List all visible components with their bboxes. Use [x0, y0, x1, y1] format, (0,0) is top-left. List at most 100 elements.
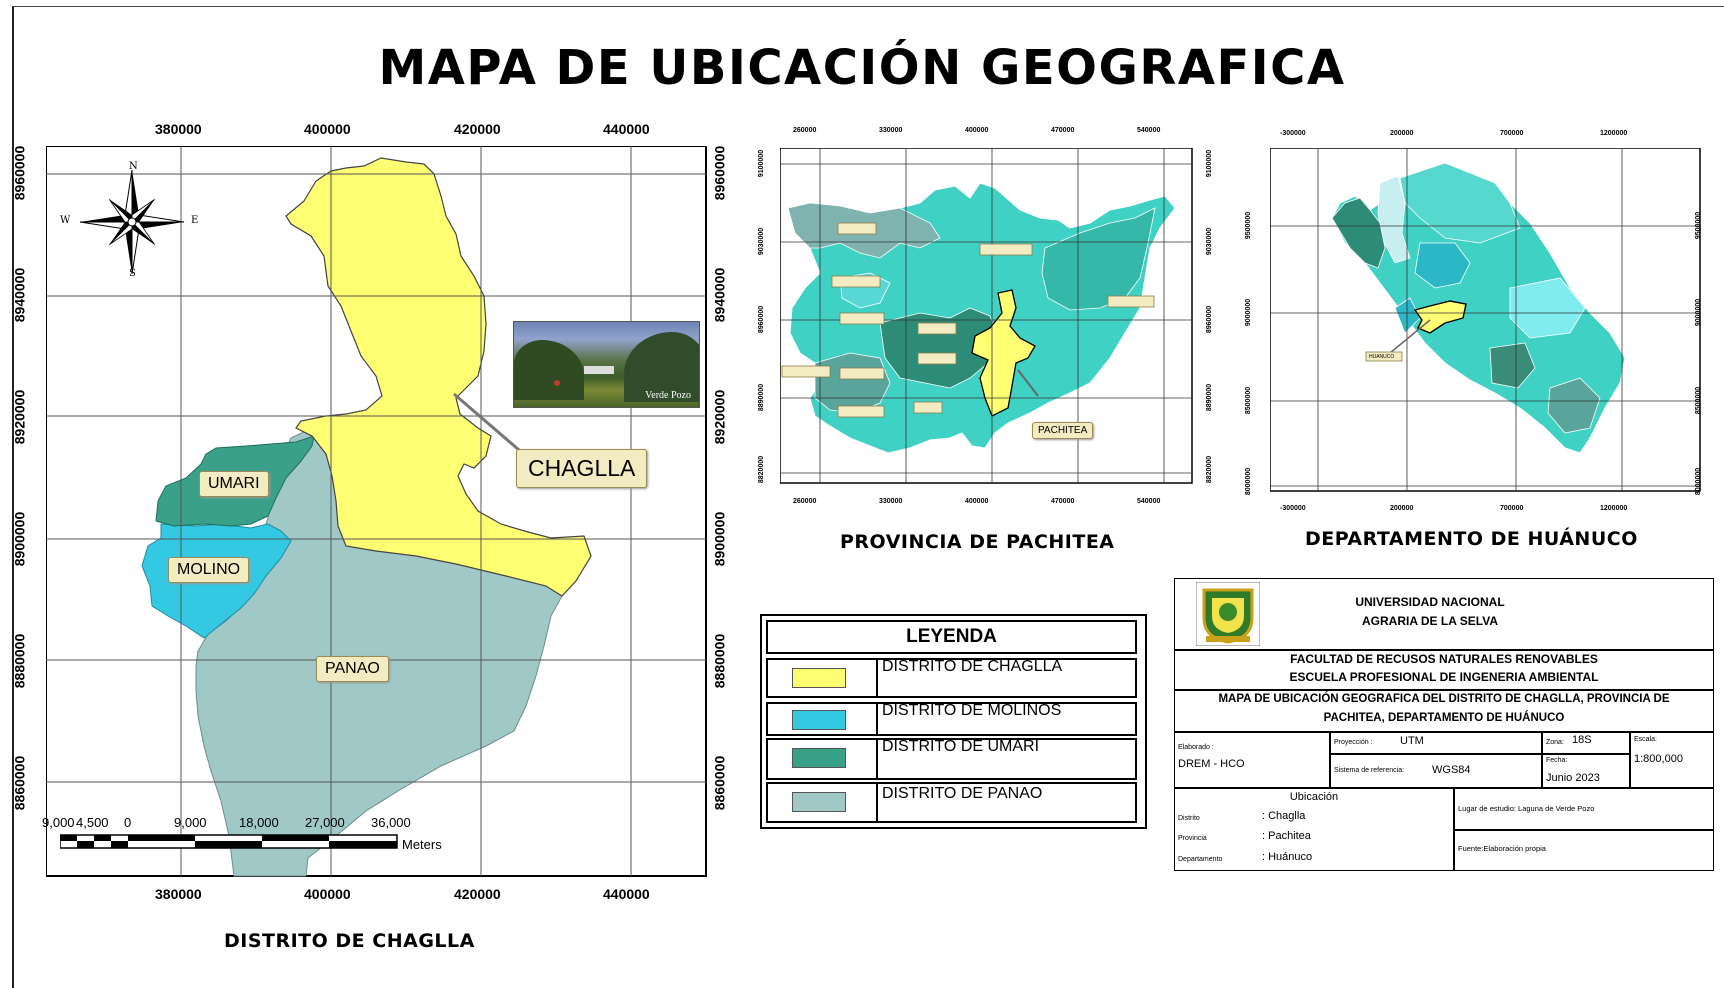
legend-swatch-molinos [792, 710, 846, 730]
map-title-line2: PACHITEA, DEPARTAMENTO DE HUÁNUCO [1323, 712, 1565, 724]
y-tick-right: 8890000 [1206, 383, 1214, 412]
x-tick-top: 470000 [1051, 127, 1075, 134]
north-letter: N [129, 161, 138, 172]
elaborado-value: DREM - HCO [1178, 758, 1245, 770]
chaglla-district-polygon [285, 157, 592, 597]
chaglla-label: CHAGLLA [516, 449, 648, 488]
legend-title-cell: LEYENDA [766, 620, 1137, 654]
department-area [1489, 342, 1536, 389]
x-tick-bottom: 420000 [454, 886, 501, 902]
legend-label: DISTRITO DE UMARI [882, 738, 1040, 755]
x-tick-bottom: 440000 [603, 886, 650, 902]
legend-label: DISTRITO DE CHAGLLA [882, 658, 1063, 675]
x-tick-top: 330000 [879, 127, 903, 134]
y-tick-left: 9500000 [1245, 211, 1253, 240]
x-tick-top: 260000 [793, 127, 817, 134]
legend-swatch-chaglla [792, 668, 846, 688]
x-tick-top: 200000 [1390, 130, 1414, 137]
huanuco-callout-label: HUANUCO [1369, 354, 1395, 360]
fecha-label: Fecha: [1546, 757, 1568, 764]
fuente: Fuente:Elaboración propia [1458, 844, 1546, 853]
zona-value: 18S [1572, 734, 1592, 746]
panao-label: PANAO [316, 656, 389, 682]
x-tick-bottom: -300000 [1280, 505, 1306, 512]
y-tick-left: 9100000 [758, 149, 766, 178]
y-tick-left: 8920000 [11, 389, 28, 445]
y-tick-right: 8900000 [711, 511, 728, 567]
distrito-label: Distrito [1178, 815, 1200, 822]
x-tick-bottom: 700000 [1500, 505, 1524, 512]
x-tick-bottom: 470000 [1051, 498, 1075, 505]
x-tick-bottom: 260000 [793, 498, 817, 505]
x-tick-bottom: 400000 [965, 498, 989, 505]
department-area [1399, 162, 1521, 244]
department-area [1377, 175, 1411, 264]
university-line2: AGRARIA DE LA SELVA [1361, 614, 1498, 628]
provincia-label: Provincia [1178, 835, 1207, 842]
department-area [1509, 277, 1586, 339]
legend-title: LEYENDA [906, 626, 997, 647]
x-tick-bottom: 1200000 [1600, 505, 1628, 512]
y-tick-right: 8500000 [1695, 386, 1703, 415]
faculty-line2: ESCUELA PROFESIONAL DE INGENERIA AMBIENT… [1289, 670, 1599, 684]
y-tick-left: 8500000 [1245, 386, 1253, 415]
huanuco-highlight-polygon [1413, 300, 1467, 334]
x-tick-top: 540000 [1137, 127, 1161, 134]
map-title-line1: MAPA DE UBICACIÓN GEOGRAFICA DEL DISTRIT… [1218, 693, 1670, 705]
east-letter: E [191, 215, 199, 226]
legend-swatch-umari [792, 748, 846, 768]
y-tick-right: 8940000 [711, 267, 728, 323]
umari-label: UMARI [199, 471, 269, 497]
departamento-map-caption: DEPARTAMENTO DE HUÁNUCO [1305, 528, 1638, 550]
photo-caption: Verde Pozo [645, 390, 691, 401]
escala-label: Escala: [1634, 736, 1657, 743]
y-tick-left: 8940000 [11, 267, 28, 323]
departamento-value: : Huánuco [1262, 851, 1313, 863]
y-tick-left: 8890000 [758, 383, 766, 412]
departamento-label: Departamento [1178, 856, 1223, 863]
south-letter: S [129, 268, 136, 279]
x-tick-top: -300000 [1280, 130, 1306, 137]
fecha-value: Junio 2023 [1546, 772, 1600, 784]
y-tick-right: 9500000 [1695, 211, 1703, 240]
legend-label: DISTRITO DE PANAO [882, 785, 1043, 802]
y-tick-right: 9000000 [1695, 298, 1703, 327]
legend-label: DISTRITO DE MOLINOS [882, 702, 1062, 719]
y-tick-right: 9100000 [1206, 149, 1214, 178]
y-tick-right: 8920000 [711, 389, 728, 445]
x-tick-top: 700000 [1500, 130, 1524, 137]
sistema-label: Sistema de referencia: [1334, 767, 1405, 774]
x-tick-bottom: 540000 [1137, 498, 1161, 505]
peru-outline-polygon [1331, 162, 1626, 454]
proyeccion-label: Proyección : [1334, 739, 1373, 746]
department-area [1547, 377, 1601, 434]
escala-value: 1:800,000 [1634, 753, 1683, 765]
departamento-map-svg [1270, 148, 1701, 492]
map-sheet-frame [12, 6, 1724, 988]
x-tick-top: 400000 [965, 127, 989, 134]
x-tick-top: 440000 [603, 121, 650, 137]
elaborado-label: Elaborado : [1178, 744, 1214, 751]
y-tick-right: 9030000 [1206, 227, 1214, 256]
provincia-map-svg [780, 148, 1193, 484]
y-tick-left: 9030000 [758, 227, 766, 256]
legend-swatch-panao [792, 792, 846, 812]
main-map-caption: DISTRITO DE CHAGLLA [224, 930, 475, 952]
department-area [1331, 197, 1386, 269]
puerto-inca-area [1041, 207, 1156, 311]
huanuco-callout-box [1365, 351, 1403, 362]
y-tick-left: 8860000 [11, 755, 28, 811]
faculty-line1: FACULTAD DE RECUSOS NATURALES RENOVABLES [1290, 652, 1598, 666]
x-tick-bottom: 330000 [879, 498, 903, 505]
y-tick-left: 8900000 [11, 511, 28, 567]
lugar-estudio: Lugar de estudio: Laguna de Verde Pozo [1458, 804, 1595, 813]
y-tick-left: 8820000 [758, 455, 766, 484]
y-tick-right: 8960000 [711, 145, 728, 201]
x-tick-bottom: 200000 [1390, 505, 1414, 512]
y-tick-right: 8860000 [711, 755, 728, 811]
scale-bar-graphic [60, 834, 398, 849]
verde-pozo-photo: Verde Pozo [513, 321, 700, 408]
legend-box: LEYENDA DISTRITO DE CHAGLLA DISTRITO DE … [760, 614, 1147, 829]
zona-label: Zona: [1546, 739, 1564, 746]
ubicacion-header: Ubicación [1289, 791, 1339, 803]
